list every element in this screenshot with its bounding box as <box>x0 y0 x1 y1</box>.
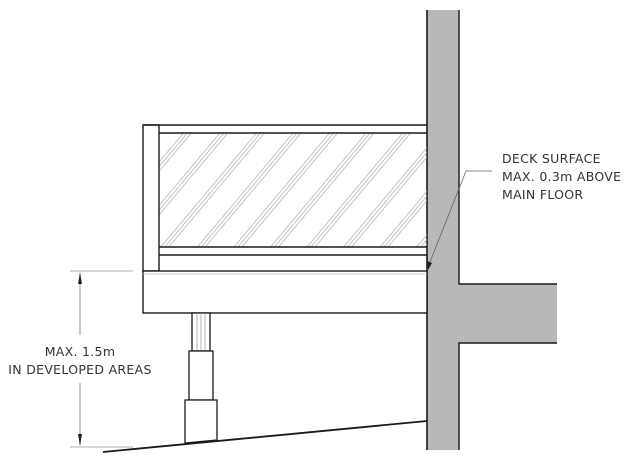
deck-railing <box>142 124 427 272</box>
support-post <box>191 312 211 352</box>
height-limit-label-line2: IN DEVELOPED AREAS <box>8 362 151 377</box>
pier <box>188 350 214 401</box>
building-wall <box>426 10 557 450</box>
deck-surface-label-line3: MAIN FLOOR <box>502 187 583 202</box>
deck-surface-label-line1: DECK SURFACE <box>502 151 601 166</box>
height-dimension <box>70 270 133 448</box>
glass-panel <box>159 133 427 247</box>
railing-post <box>142 124 160 272</box>
deck-platform <box>142 270 428 314</box>
sloped-grade <box>102 420 428 453</box>
deck-surface-label-line2: MAX. 0.3m ABOVE <box>502 169 621 184</box>
height-limit-label-line1: MAX. 1.5m <box>45 344 116 359</box>
footing <box>184 399 218 444</box>
leader-line <box>427 170 492 270</box>
